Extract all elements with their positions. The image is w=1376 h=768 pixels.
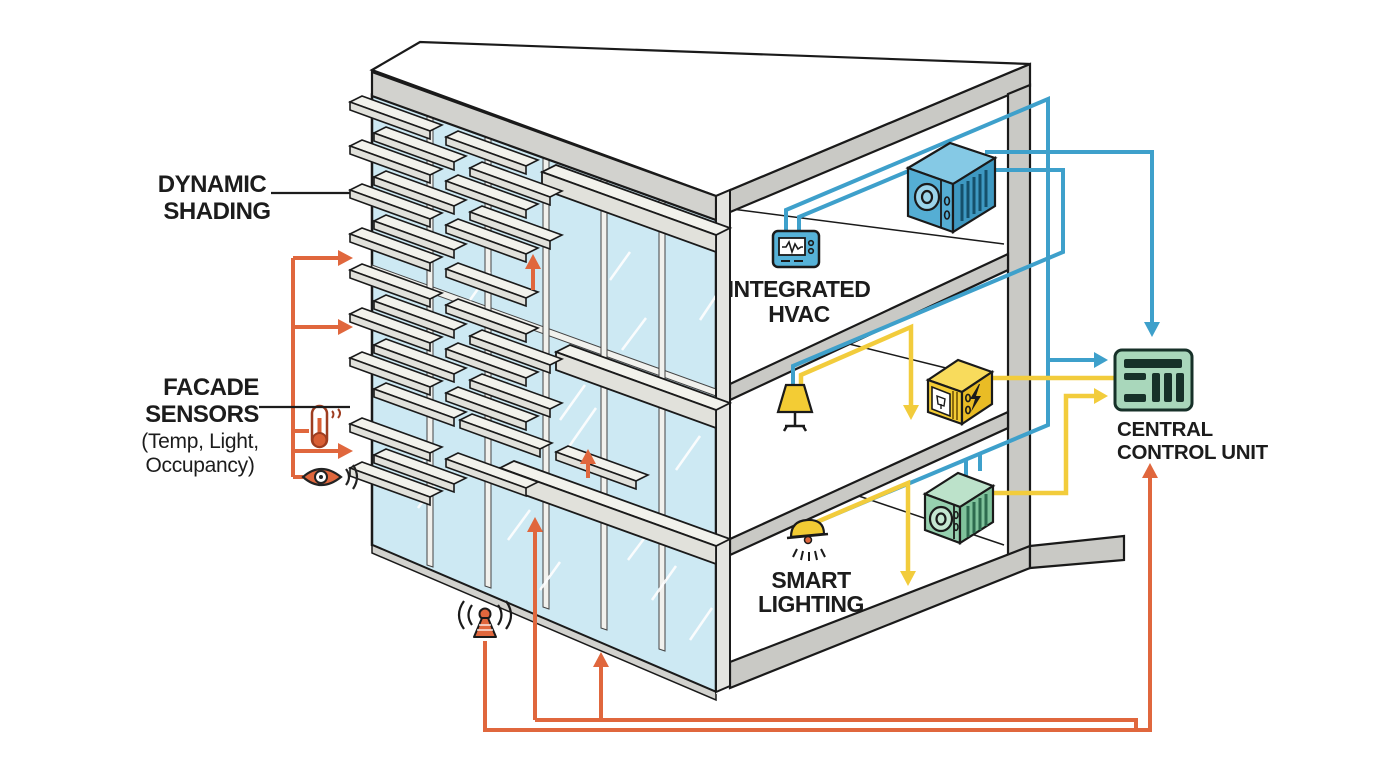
facade-sensors-line2: SENSORS bbox=[145, 401, 259, 428]
light-shelf bbox=[497, 460, 733, 566]
label-dynamic-shading: DYNAMIC SHADING bbox=[158, 171, 350, 225]
dynamic-shading-line1: DYNAMIC bbox=[158, 171, 267, 198]
antenna-icon bbox=[457, 600, 513, 638]
central-control-line1: CENTRAL bbox=[1117, 418, 1213, 441]
integrated-hvac-line1: INTEGRATED bbox=[728, 276, 871, 302]
label-facade-sensors: FACADE SENSORS (Temp, Light, Occupancy) bbox=[141, 374, 350, 477]
ceiling-light-icon bbox=[786, 518, 829, 561]
smart-lighting-line1: SMART bbox=[771, 567, 851, 593]
floor-lamp-icon bbox=[776, 383, 814, 432]
yellow-arrowhead bbox=[900, 571, 916, 586]
sensor-network-lines bbox=[291, 256, 1152, 732]
control-unit-icon bbox=[1113, 348, 1194, 412]
light-shelf bbox=[553, 344, 733, 430]
yellow-arrowhead bbox=[1094, 388, 1108, 404]
blue-arrowhead bbox=[1094, 352, 1108, 368]
integrated-hvac-line2: HVAC bbox=[768, 301, 829, 327]
hvac-unit-icon bbox=[905, 141, 998, 234]
facade-sensors-line3: (Temp, Light, bbox=[141, 430, 259, 453]
yellow-arrowhead bbox=[903, 405, 919, 420]
right-wall bbox=[1006, 83, 1032, 559]
occupancy-eye-icon bbox=[301, 464, 359, 490]
light-shelf bbox=[539, 164, 733, 254]
facade-sensors-line1: FACADE bbox=[163, 374, 259, 401]
thermostat-icon bbox=[771, 229, 821, 269]
blue-arrowhead bbox=[1144, 322, 1160, 337]
dynamic-shading-louvers bbox=[349, 95, 733, 566]
roof-parapet bbox=[369, 40, 1031, 694]
orange-arrowheads bbox=[338, 250, 1158, 667]
lighting-controller-icon bbox=[925, 358, 995, 427]
central-control-line2: CONTROL UNIT bbox=[1117, 441, 1269, 464]
hvac-network-lines bbox=[784, 95, 1154, 532]
smart-lighting-line2: LIGHTING bbox=[758, 591, 864, 617]
dynamic-shading-line2: SHADING bbox=[163, 198, 270, 225]
label-integrated-hvac: INTEGRATED HVAC bbox=[728, 276, 871, 327]
label-smart-lighting: SMART LIGHTING bbox=[758, 567, 864, 617]
label-central-control-unit: CENTRAL CONTROL UNIT bbox=[1117, 418, 1269, 464]
ventilation-unit-icon bbox=[922, 471, 996, 546]
lightning-bolt-icon bbox=[970, 384, 981, 412]
thermometer-icon bbox=[310, 404, 341, 449]
facade-sensors-line4: Occupancy) bbox=[145, 454, 254, 477]
